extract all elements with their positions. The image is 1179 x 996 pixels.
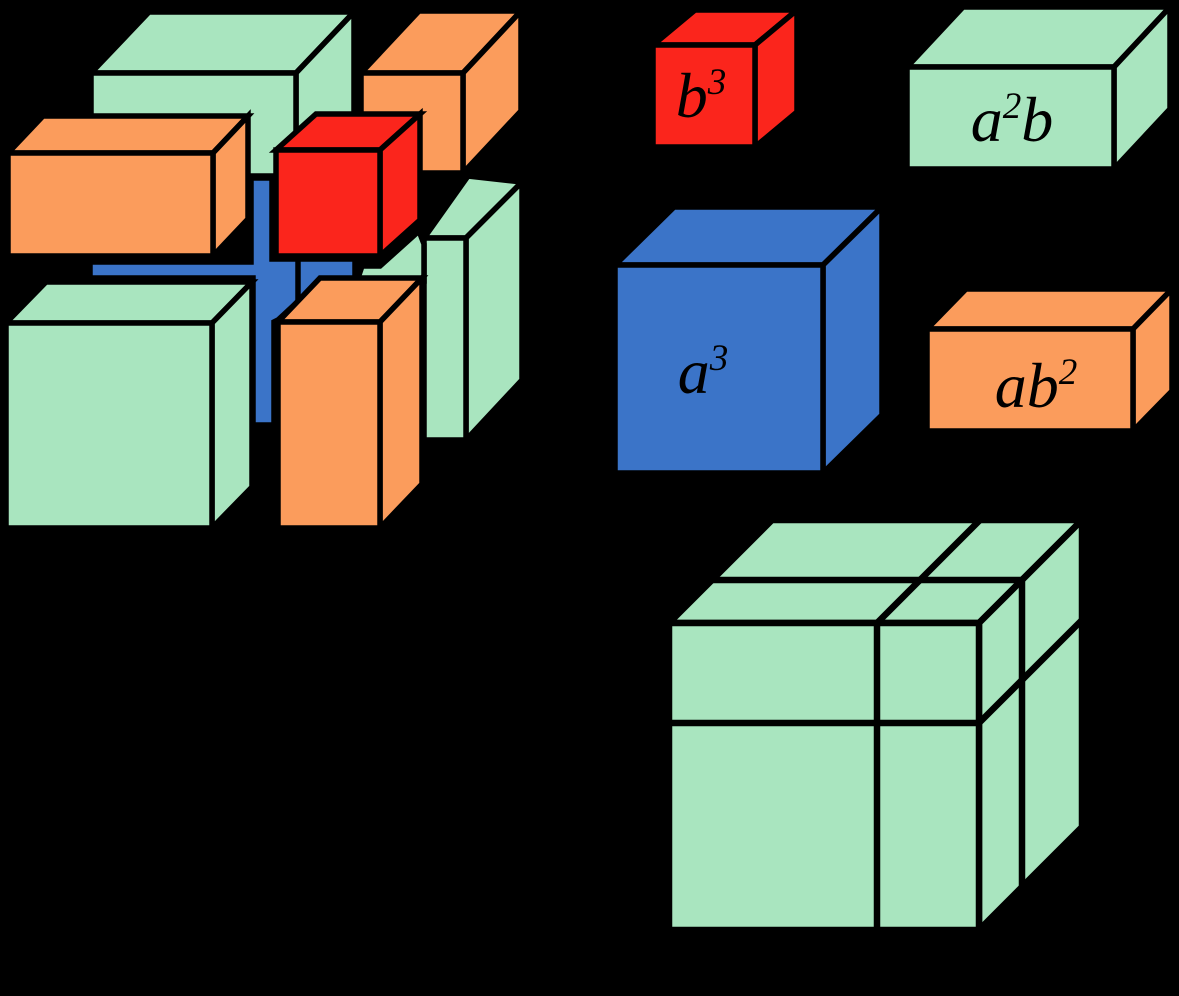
labeled-a3-cube [608,200,889,480]
division-line-4 [976,617,1085,726]
labeled-a2b-slab [900,0,1177,176]
face-front [273,147,383,259]
labeled-ab2-slab [920,282,1179,438]
exponent: 3 [707,62,727,103]
exploded-a2b-bottom-slab [0,275,259,535]
division-line-3 [874,517,983,626]
variable: a [677,336,710,407]
exploded-ab2-left-slab [1,109,255,263]
face-2 [665,619,983,934]
face-front [3,320,215,531]
label-a2b: a2b [971,88,1054,152]
variable: b [675,60,708,131]
variable: a [970,84,1003,155]
face-front [612,262,826,476]
label-b3: b3 [676,64,727,128]
face-top [1,113,255,156]
exponent: 2 [1002,86,1022,127]
exponent: 3 [709,338,729,379]
exploded-b3-cube [268,107,428,263]
exponent: 2 [1058,352,1078,393]
face-side [377,271,425,535]
face-front [650,42,758,150]
face-front [275,319,383,531]
face-front [5,150,216,259]
label-ab2: ab2 [995,354,1078,418]
assembled-cube [661,512,1090,938]
exploded-ab2-bottom-stick [271,271,429,535]
label-a3: a3 [678,340,729,404]
variable: b [1026,350,1059,421]
face-front [924,326,1136,434]
face-side [209,275,255,535]
labeled-b3-cube [645,4,805,153]
face-2 [421,235,469,443]
variable: b [1021,84,1054,155]
face-front [904,64,1117,172]
face-0 [87,175,358,428]
variable: a [994,350,1027,421]
